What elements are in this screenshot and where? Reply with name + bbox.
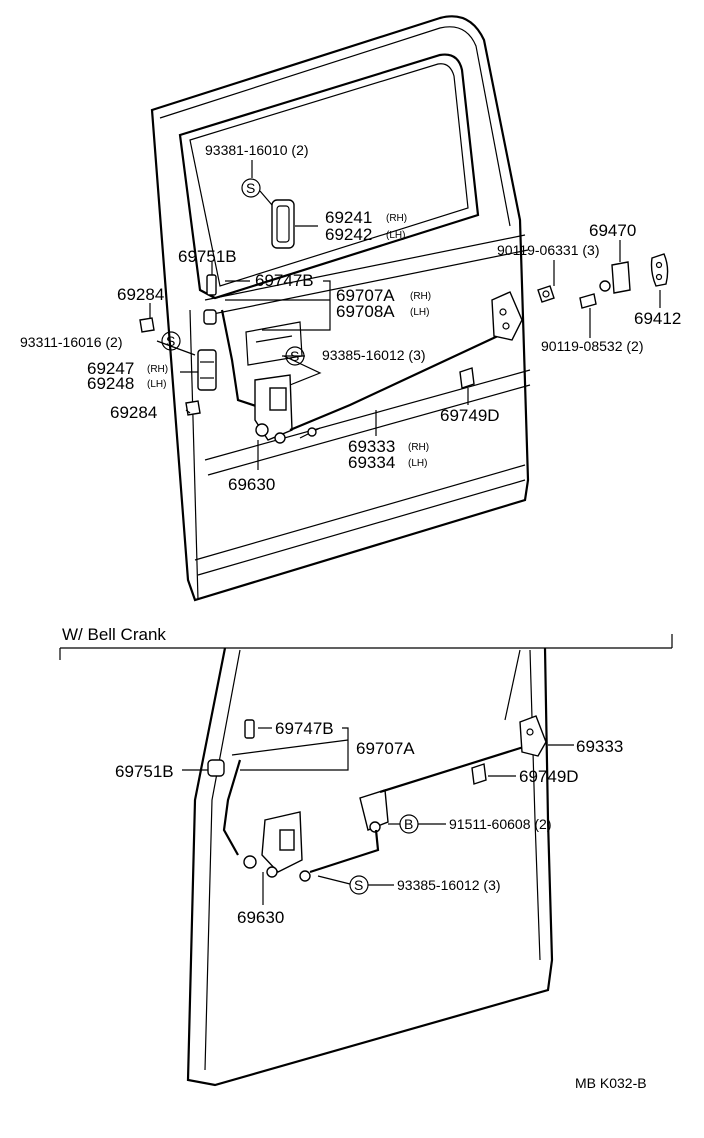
top-door-outline bbox=[150, 15, 531, 602]
label-69751B-bottom: 69751B bbox=[115, 762, 174, 781]
label-69334: 69334 bbox=[348, 453, 395, 472]
bottom-parts-drawing bbox=[207, 715, 547, 882]
label-93385: 93385-16012 (3) bbox=[322, 347, 426, 363]
screw-symbol bbox=[161, 331, 181, 351]
top-parts-drawing bbox=[139, 190, 669, 444]
label-69247: 69247 bbox=[87, 359, 134, 378]
bottom-labels: 69747B 69707A 69751B 69333 69749D 91511-… bbox=[115, 719, 623, 927]
label-69242: 69242 bbox=[325, 225, 372, 244]
bolt-symbol bbox=[399, 814, 419, 834]
label-69247-side: (RH) bbox=[147, 364, 168, 375]
screw-symbol bbox=[349, 875, 369, 895]
svg-text:S: S bbox=[290, 348, 299, 364]
label-69749D-bottom: 69749D bbox=[519, 767, 579, 786]
svg-text:S: S bbox=[246, 180, 255, 196]
label-69333-side: (RH) bbox=[408, 442, 429, 453]
section-divider: W/ Bell Crank bbox=[59, 625, 673, 660]
top-symbols: S S S bbox=[161, 178, 305, 366]
label-69248-side: (LH) bbox=[147, 379, 166, 390]
label-69707A-bottom: 69707A bbox=[356, 739, 415, 758]
label-90119-08532: 90119-08532 (2) bbox=[541, 338, 643, 354]
label-69248: 69248 bbox=[87, 374, 134, 393]
section-title: W/ Bell Crank bbox=[62, 625, 166, 644]
label-69751B: 69751B bbox=[178, 247, 237, 266]
bottom-leader-lines bbox=[182, 727, 574, 905]
label-69747B-bottom: 69747B bbox=[275, 719, 334, 738]
bottom-symbols: B S bbox=[349, 814, 419, 895]
label-69707A: 69707A bbox=[336, 286, 395, 305]
label-93385-bottom: 93385-16012 (3) bbox=[397, 877, 501, 893]
label-69284-bottom: 69284 bbox=[110, 403, 157, 422]
label-90119-06331: 90119-06331 (3) bbox=[497, 242, 599, 258]
label-69708A-side: (LH) bbox=[410, 307, 429, 318]
label-69241: 69241 bbox=[325, 208, 372, 227]
label-69241-side: (RH) bbox=[386, 213, 407, 224]
label-69630-bottom: 69630 bbox=[237, 908, 284, 927]
svg-text:S: S bbox=[354, 877, 363, 893]
label-69334-side: (LH) bbox=[408, 458, 427, 469]
label-69630: 69630 bbox=[228, 475, 275, 494]
screw-symbol bbox=[241, 178, 261, 198]
label-69747B: 69747B bbox=[255, 271, 314, 290]
label-93311: 93311-16016 (2) bbox=[20, 334, 122, 350]
label-69333-bottom: 69333 bbox=[576, 737, 623, 756]
svg-text:S: S bbox=[166, 333, 175, 349]
top-leader-lines bbox=[149, 160, 661, 470]
label-69412: 69412 bbox=[634, 309, 681, 328]
label-69470: 69470 bbox=[589, 221, 636, 240]
label-69749D: 69749D bbox=[440, 406, 500, 425]
label-69708A: 69708A bbox=[336, 302, 395, 321]
footer-code: MB K032-B bbox=[575, 1075, 647, 1091]
screw-symbol bbox=[285, 346, 305, 366]
svg-text:B: B bbox=[404, 816, 413, 832]
top-labels: 93381-16010 (2) 69241 (RH) 69242 (LH) 69… bbox=[20, 142, 681, 494]
label-69284-top: 69284 bbox=[117, 285, 164, 304]
label-93381: 93381-16010 (2) bbox=[205, 142, 309, 158]
label-69333: 69333 bbox=[348, 437, 395, 456]
label-91511: 91511-60608 (2) bbox=[449, 816, 551, 832]
bottom-door-outline bbox=[186, 647, 554, 1087]
label-69707A-side: (RH) bbox=[410, 291, 431, 302]
label-69242-side: (LH) bbox=[386, 230, 405, 241]
